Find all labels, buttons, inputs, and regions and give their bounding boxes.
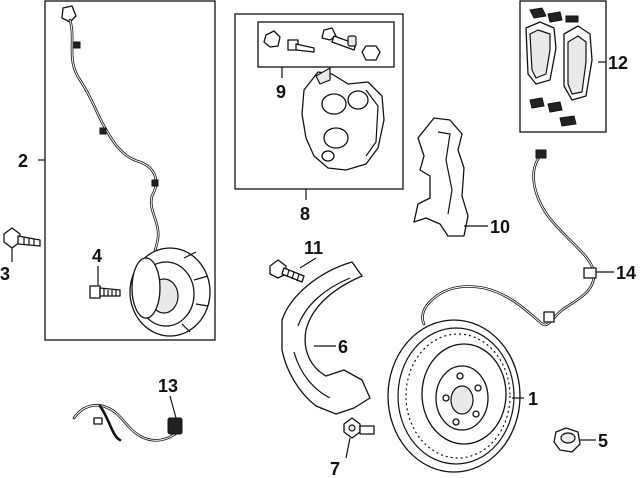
splash-shield xyxy=(281,261,371,415)
callout-12: 12 xyxy=(608,53,628,73)
leader-11 xyxy=(299,257,317,269)
callout-13: 13 xyxy=(158,376,178,396)
callout-7: 7 xyxy=(330,459,340,478)
bolt-11 xyxy=(269,259,305,283)
brake-rotor xyxy=(387,319,521,473)
wear-sensor-harness xyxy=(72,404,183,442)
brake-caliper xyxy=(301,67,385,171)
callout-10: 10 xyxy=(490,217,510,237)
callout-11: 11 xyxy=(304,238,323,258)
callout-1: 1 xyxy=(528,389,538,409)
callout-8: 8 xyxy=(300,204,310,224)
caliper-hardware-kit xyxy=(263,27,381,61)
brake-hose xyxy=(421,149,597,327)
callout-3: 3 xyxy=(0,264,10,284)
leader-13 xyxy=(169,395,177,419)
brake-pads xyxy=(525,7,593,127)
wheel-hub-assembly xyxy=(129,247,211,337)
abs-sensor-harness xyxy=(61,5,160,272)
nut-5 xyxy=(553,427,581,453)
callout-5: 5 xyxy=(598,431,608,451)
brake-pad-box xyxy=(519,0,607,133)
callout-6: 6 xyxy=(338,337,348,357)
callout-2: 2 xyxy=(18,151,28,171)
bolt-3 xyxy=(3,227,41,249)
caliper-hardware-box xyxy=(257,21,395,68)
callout-9: 9 xyxy=(276,82,286,102)
callout-4: 4 xyxy=(92,246,102,266)
caliper-group-box xyxy=(234,13,404,190)
bolt-7 xyxy=(343,417,375,439)
hub-sensor-group-box xyxy=(44,0,216,341)
hub-bolt xyxy=(89,285,121,299)
leader-7 xyxy=(345,437,351,459)
caliper-bracket xyxy=(413,117,469,237)
callout-14: 14 xyxy=(616,263,636,283)
